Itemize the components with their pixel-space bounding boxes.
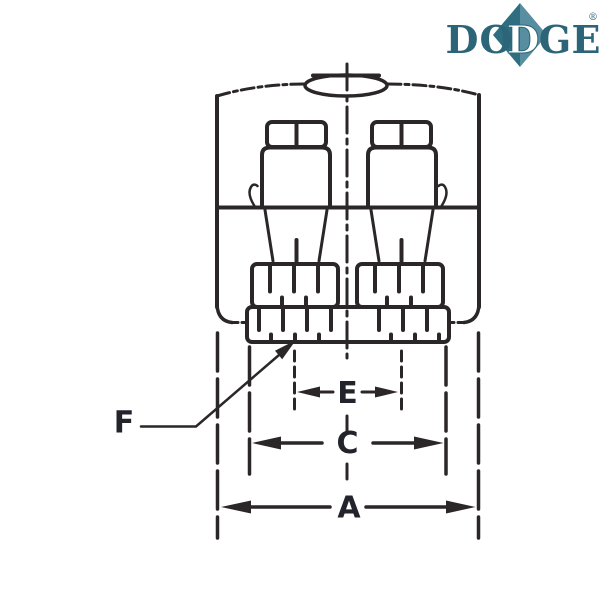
washer-right-teeth: [373, 264, 425, 294]
base-band-teeth: [257, 307, 429, 332]
serrated-base-band: [245, 305, 451, 344]
bolt-right-shank-taper: [369, 208, 435, 263]
base-band-nubs: [269, 332, 441, 343]
registered-trademark-symbol: ®: [588, 12, 598, 23]
dim-c-label: C: [336, 426, 358, 461]
dodge-logo: D O D G E ®: [446, 3, 600, 67]
logo-letter-d2: D: [507, 17, 540, 62]
dim-a-arrow-left: [221, 500, 251, 514]
callout-f: F: [114, 340, 296, 441]
dim-e-label: E: [337, 376, 358, 411]
washer-right-nubs: [385, 295, 413, 307]
logo-letter-e: E: [572, 17, 600, 62]
serrated-washer-left: [250, 262, 340, 309]
washer-left-teeth: [268, 264, 320, 294]
bolt-left-shank-taper: [263, 208, 329, 263]
dim-a-arrow-right: [446, 500, 476, 514]
dimension-e: E: [293, 349, 403, 415]
dim-c-arrow-left: [252, 436, 281, 450]
logo-letter-o: O: [479, 17, 512, 62]
body-bottom-left-corner: [215, 303, 234, 325]
callout-f-arrowhead: [275, 340, 296, 360]
washer-left-nubs: [280, 295, 308, 307]
base-band-outline: [245, 305, 451, 344]
bolt-right-head: [366, 145, 438, 209]
mounting-bolt-left: [260, 120, 332, 263]
dim-c-arrow-right: [414, 436, 444, 450]
bolt-left-head: [260, 145, 332, 209]
body-bottom-right-corner: [462, 303, 481, 325]
dim-e-arrow-right: [375, 386, 398, 398]
callout-f-leader: [139, 353, 281, 428]
callout-f-label: F: [114, 406, 135, 441]
split-lip-right: [437, 183, 448, 208]
logo-letter-g: G: [539, 17, 571, 62]
dimension-a: A: [215, 331, 481, 540]
serrated-washer-right: [355, 262, 445, 309]
logo-letter-d1: D: [446, 17, 479, 62]
logo-diamond-left-facet: [493, 3, 520, 67]
dim-a-label: A: [337, 491, 361, 526]
mounting-bolt-right: [366, 120, 438, 263]
dim-e-arrow-left: [297, 386, 320, 398]
body-top-edge-right: [386, 82, 481, 97]
dimension-c: C: [247, 345, 448, 476]
split-lip-left: [248, 183, 259, 208]
body-top-edge-left: [215, 82, 308, 98]
logo-diamond-right-facet: [520, 3, 547, 67]
